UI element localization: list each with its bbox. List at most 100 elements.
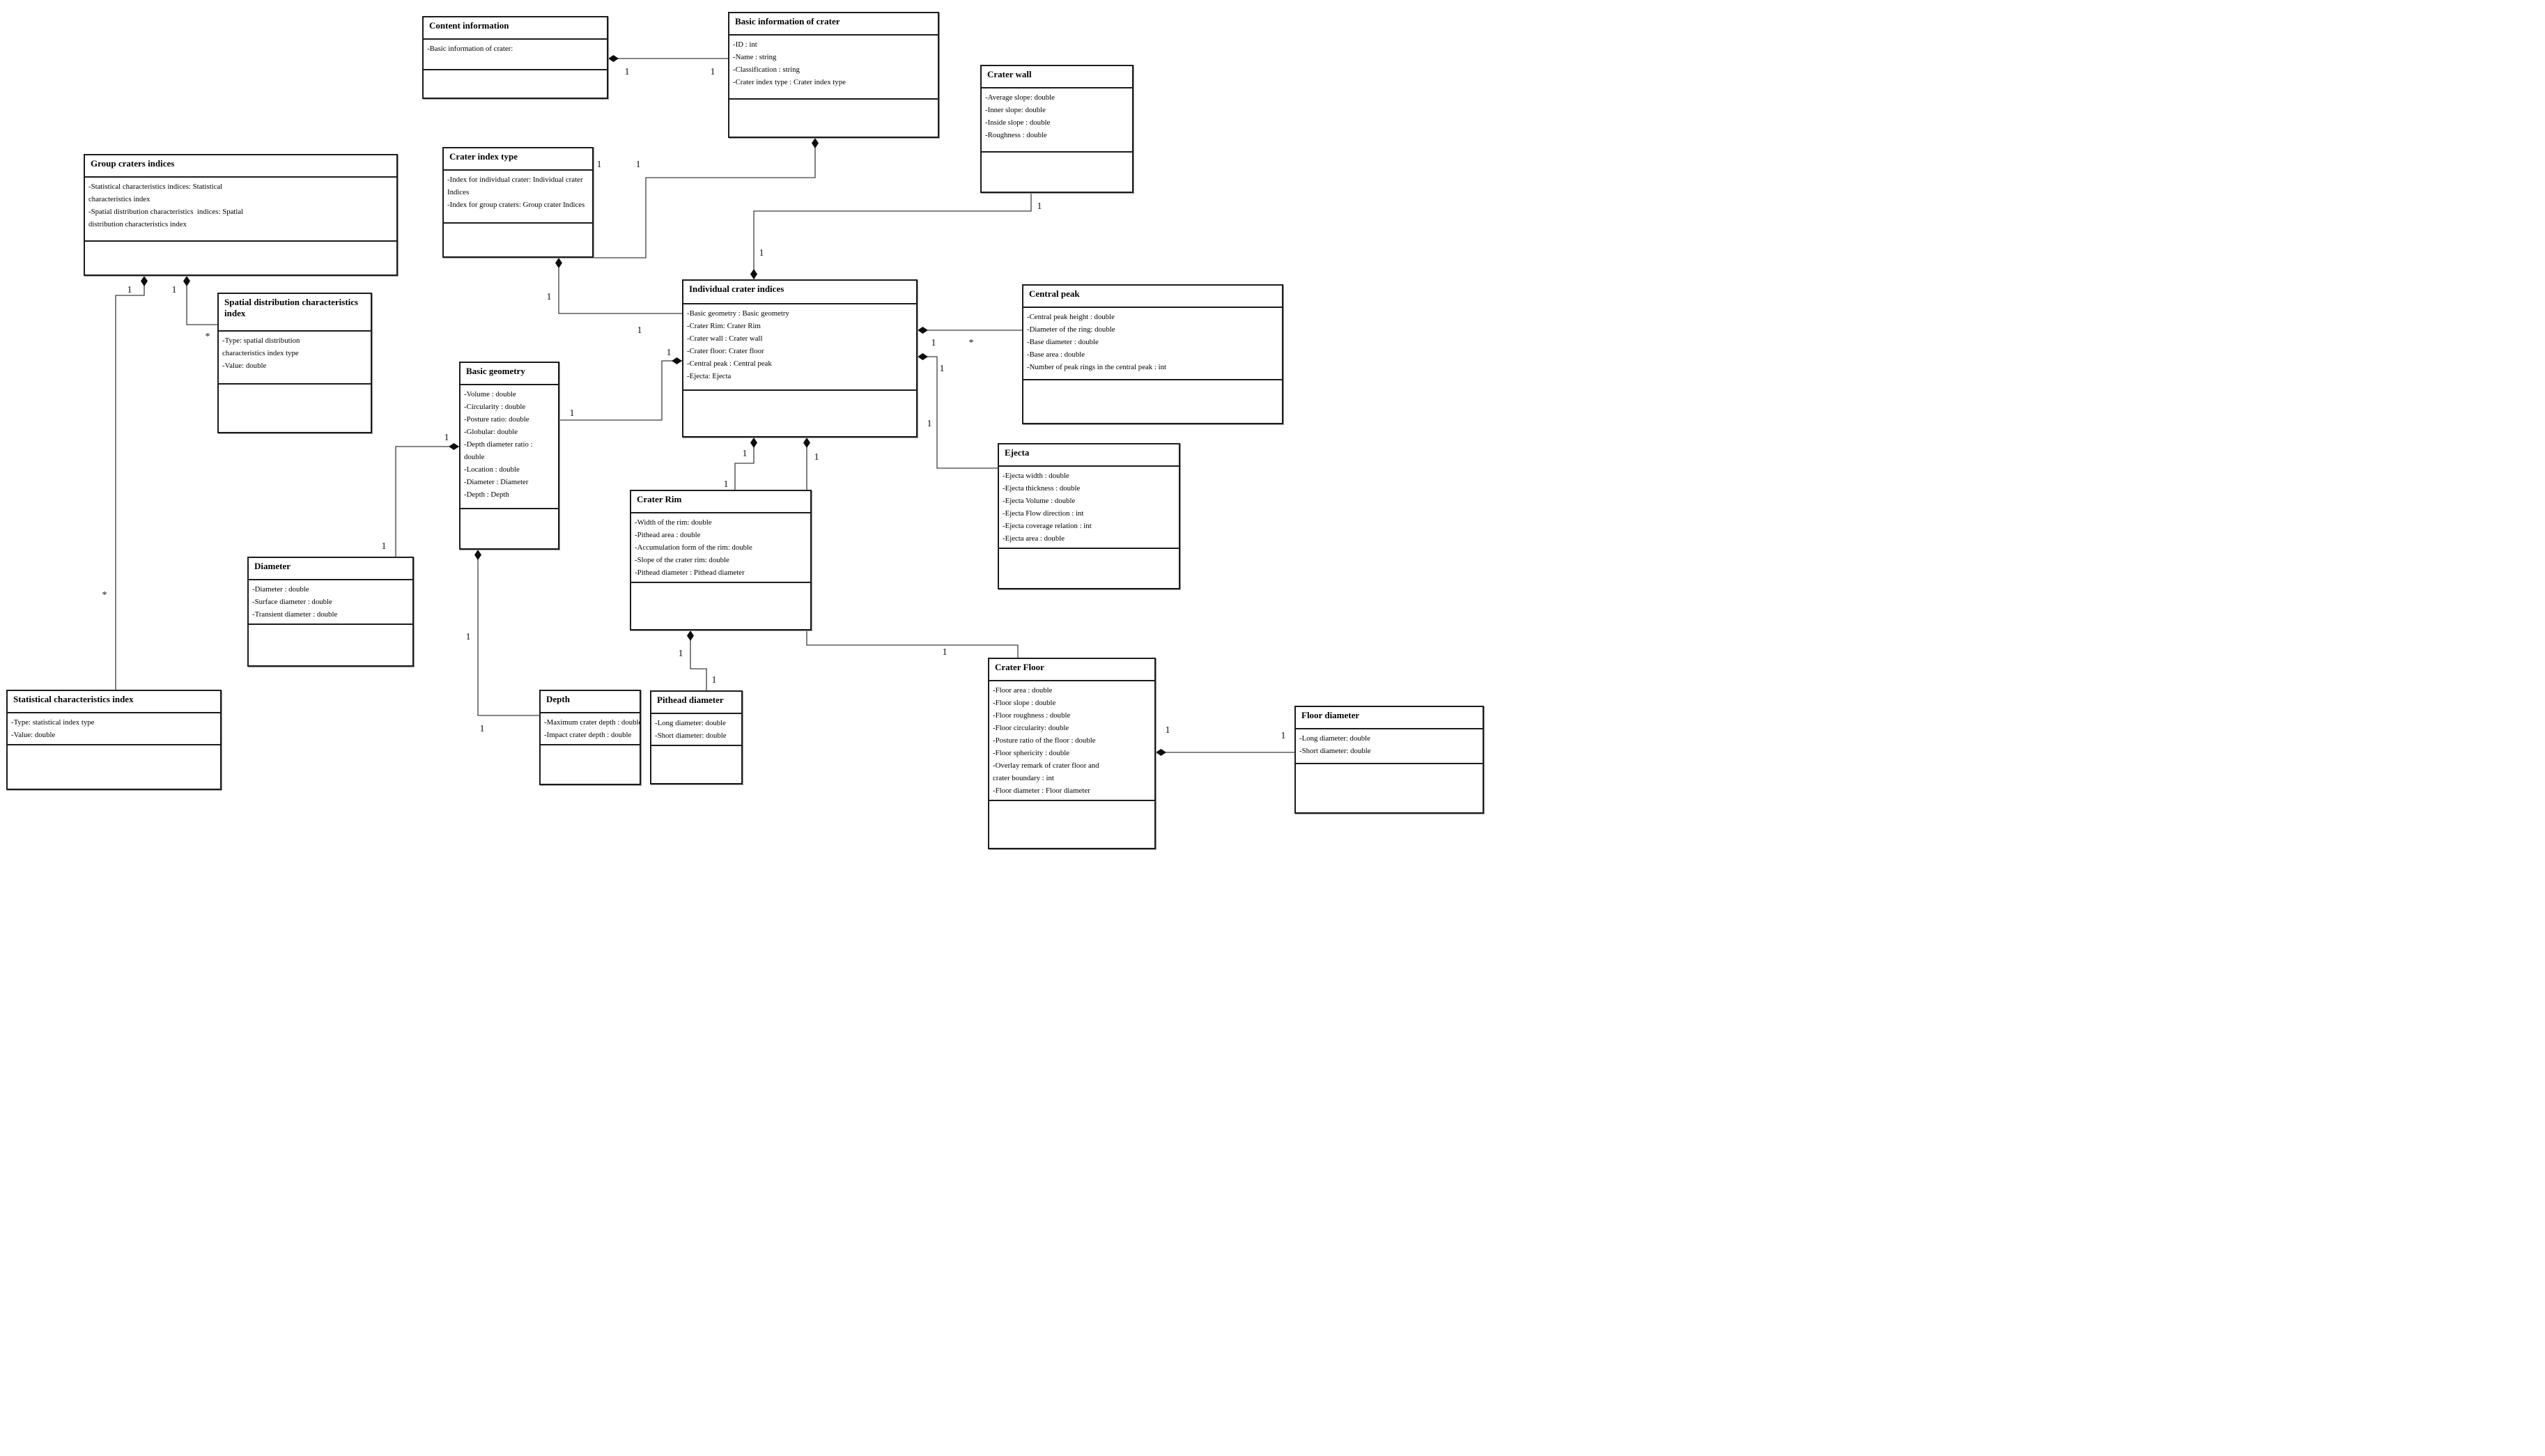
attribute-line: -Type: statistical index type: [11, 718, 95, 727]
class-title: Crater Rim: [637, 494, 682, 504]
connector-individual-to-craterfloor: 11: [803, 437, 1019, 658]
class-attributes-compartment: -Ejecta width : double -Ejecta thickness …: [999, 465, 1179, 548]
attribute-line: distribution characteristics index: [88, 220, 187, 229]
class-operations-compartment: [999, 548, 1179, 588]
attribute-line: -Impact crater depth : double: [544, 731, 632, 739]
attribute-line: -Spatial distribution characteristics in…: [88, 208, 244, 216]
attribute-line: -Long diameter: double: [655, 719, 726, 727]
attribute-line: -Ejecta thickness : double: [1003, 484, 1081, 493]
multiplicity-label: 1: [743, 449, 748, 459]
attribute-line: -Circularity : double: [464, 403, 526, 411]
class-attributes-compartment: -Long diameter: double -Short diameter: d…: [651, 713, 741, 745]
multiplicity-label: 1: [679, 649, 683, 659]
multiplicity-label: 1: [570, 408, 575, 419]
class-basic-geometry: Basic geometry -Volume : double -Circulari…: [459, 362, 559, 550]
connector-craterrim-to-pitheaddiameter: 11: [679, 630, 717, 690]
attribute-line: -Diameter : double: [252, 585, 309, 594]
class-crater-index-type: Crater index type -Index for individual c…: [442, 147, 594, 258]
association-line: [395, 446, 459, 557]
class-title: Statistical characteristics index: [13, 694, 134, 704]
attribute-line: -Name : string: [733, 53, 777, 61]
multiplicity-label: 1: [724, 479, 729, 490]
multiplicity-label: 1: [382, 541, 387, 552]
attribute-line: -Index for group craters: Group crater I…: [447, 201, 585, 209]
attribute-line: -Transient diameter : double: [252, 610, 338, 619]
connector-basicgeometry-to-diameter: 11: [382, 433, 459, 557]
composition-diamond-icon: [141, 276, 148, 286]
class-depth: Depth -Maximum crater depth : double-Impa…: [539, 690, 641, 785]
composition-diamond-icon: [750, 269, 757, 279]
multiplicity-label: 1: [637, 325, 642, 336]
connector-individual-to-craterrim: 11: [724, 437, 757, 490]
composition-diamond-icon: [449, 443, 459, 450]
multiplicity-label: 1: [172, 285, 177, 295]
class-title: Central peak: [1029, 288, 1080, 299]
connector-individual-to-centralpeak: 1*: [918, 327, 1022, 348]
multiplicity-label: 1: [667, 348, 672, 358]
class-title: Crater wall: [987, 69, 1032, 79]
class-crater-wall: Crater wall-Average slope: double-Inner …: [980, 65, 1134, 193]
composition-diamond-icon: [687, 630, 694, 641]
class-central-peak: Central peak-Central peak height : doubl…: [1022, 284, 1283, 424]
attribute-line: -Base area : double: [1027, 350, 1085, 359]
attribute-line: -Floor area : double: [993, 686, 1053, 695]
class-title: Crater index type: [449, 151, 518, 162]
class-title: Basic geometry: [466, 366, 525, 376]
class-operations-compartment: [1023, 379, 1282, 423]
connector-basicgeometry-to-depth: 11: [466, 550, 539, 734]
class-title: Depth: [546, 694, 570, 704]
class-operations-compartment: [219, 383, 371, 432]
composition-diamond-icon: [918, 353, 928, 360]
attribute-line: -Roughness : double: [985, 131, 1047, 139]
attribute-line: -Width of the rim: double: [635, 518, 712, 527]
attribute-line: characteristics index: [88, 195, 150, 203]
class-operations-compartment: [989, 800, 1154, 848]
class-floor-diameter: Floor diameter-Long diameter: double-Sho…: [1294, 706, 1484, 814]
attribute-line: -Slope of the crater rim: double: [635, 556, 729, 564]
class-crater-rim: Crater Rim -Width of the rim: double -Pith…: [630, 490, 812, 630]
attribute-line: -Average slope: double: [985, 93, 1055, 102]
multiplicity-label: 1: [127, 285, 132, 295]
class-title: Ejecta: [1005, 447, 1030, 458]
multiplicity-label: 1: [1166, 725, 1170, 736]
multiplicity-label: 1: [1281, 731, 1286, 741]
attribute-line: -Short diameter: double: [655, 731, 727, 740]
multiplicity-label: 1: [712, 675, 717, 686]
connector-individual-to-craterwall: 11: [750, 193, 1042, 279]
attribute-line: -Floor diameter : Floor diameter: [993, 787, 1090, 795]
composition-diamond-icon: [608, 55, 619, 62]
connector-individual-to-basicgeometry: 11: [559, 348, 682, 421]
class-spatial-distribution-characteristics-index: Spatial distribution characteristics ind…: [217, 293, 372, 433]
attribute-line: -Ejecta width : double: [1003, 472, 1069, 480]
attribute-line: -Crater floor: Crater floor: [687, 347, 764, 355]
connector-craterfloor-to-floordiameter: 11: [1156, 725, 1294, 756]
attribute-line: -Central peak : Central peak: [687, 359, 772, 368]
attribute-line: -Depth : Depth: [464, 490, 509, 499]
class-diameter: Diameter-Diameter : double-Surface diame…: [247, 557, 414, 667]
class-operations-compartment: [461, 508, 558, 548]
attribute-line: Indices: [447, 188, 470, 196]
association-line: [918, 356, 998, 469]
class-statistical-characteristics-index: Statistical characteristics index -Type: …: [6, 690, 222, 790]
association-line: [558, 258, 682, 314]
class-attributes-compartment: -Width of the rim: double -Pithead area :…: [631, 512, 810, 582]
attribute-line: -Volume : double: [464, 390, 516, 398]
attribute-line: -Location : double: [464, 465, 520, 474]
attribute-line: -Index for individual crater: Individual…: [447, 176, 583, 184]
attribute-line: -Pithead area : double: [635, 531, 701, 539]
attribute-line: -Long diameter: double: [1299, 734, 1370, 743]
attribute-line: double: [464, 453, 485, 461]
attribute-line: -Type: spatial distribution: [222, 336, 300, 345]
composition-diamond-icon: [555, 258, 562, 268]
class-crater-floor: Crater Floor-Floor area : double-Floor s…: [988, 658, 1156, 849]
association-line: [115, 276, 145, 690]
attribute-line: -Statistical characteristics indices: St…: [88, 183, 223, 191]
attribute-line: -Diameter of the ring: double: [1027, 325, 1115, 334]
class-attributes-compartment: -Maximum crater depth : double-Impact cr…: [541, 712, 640, 744]
class-operations-compartment: [1296, 763, 1483, 812]
class-operations-compartment: [631, 582, 810, 629]
